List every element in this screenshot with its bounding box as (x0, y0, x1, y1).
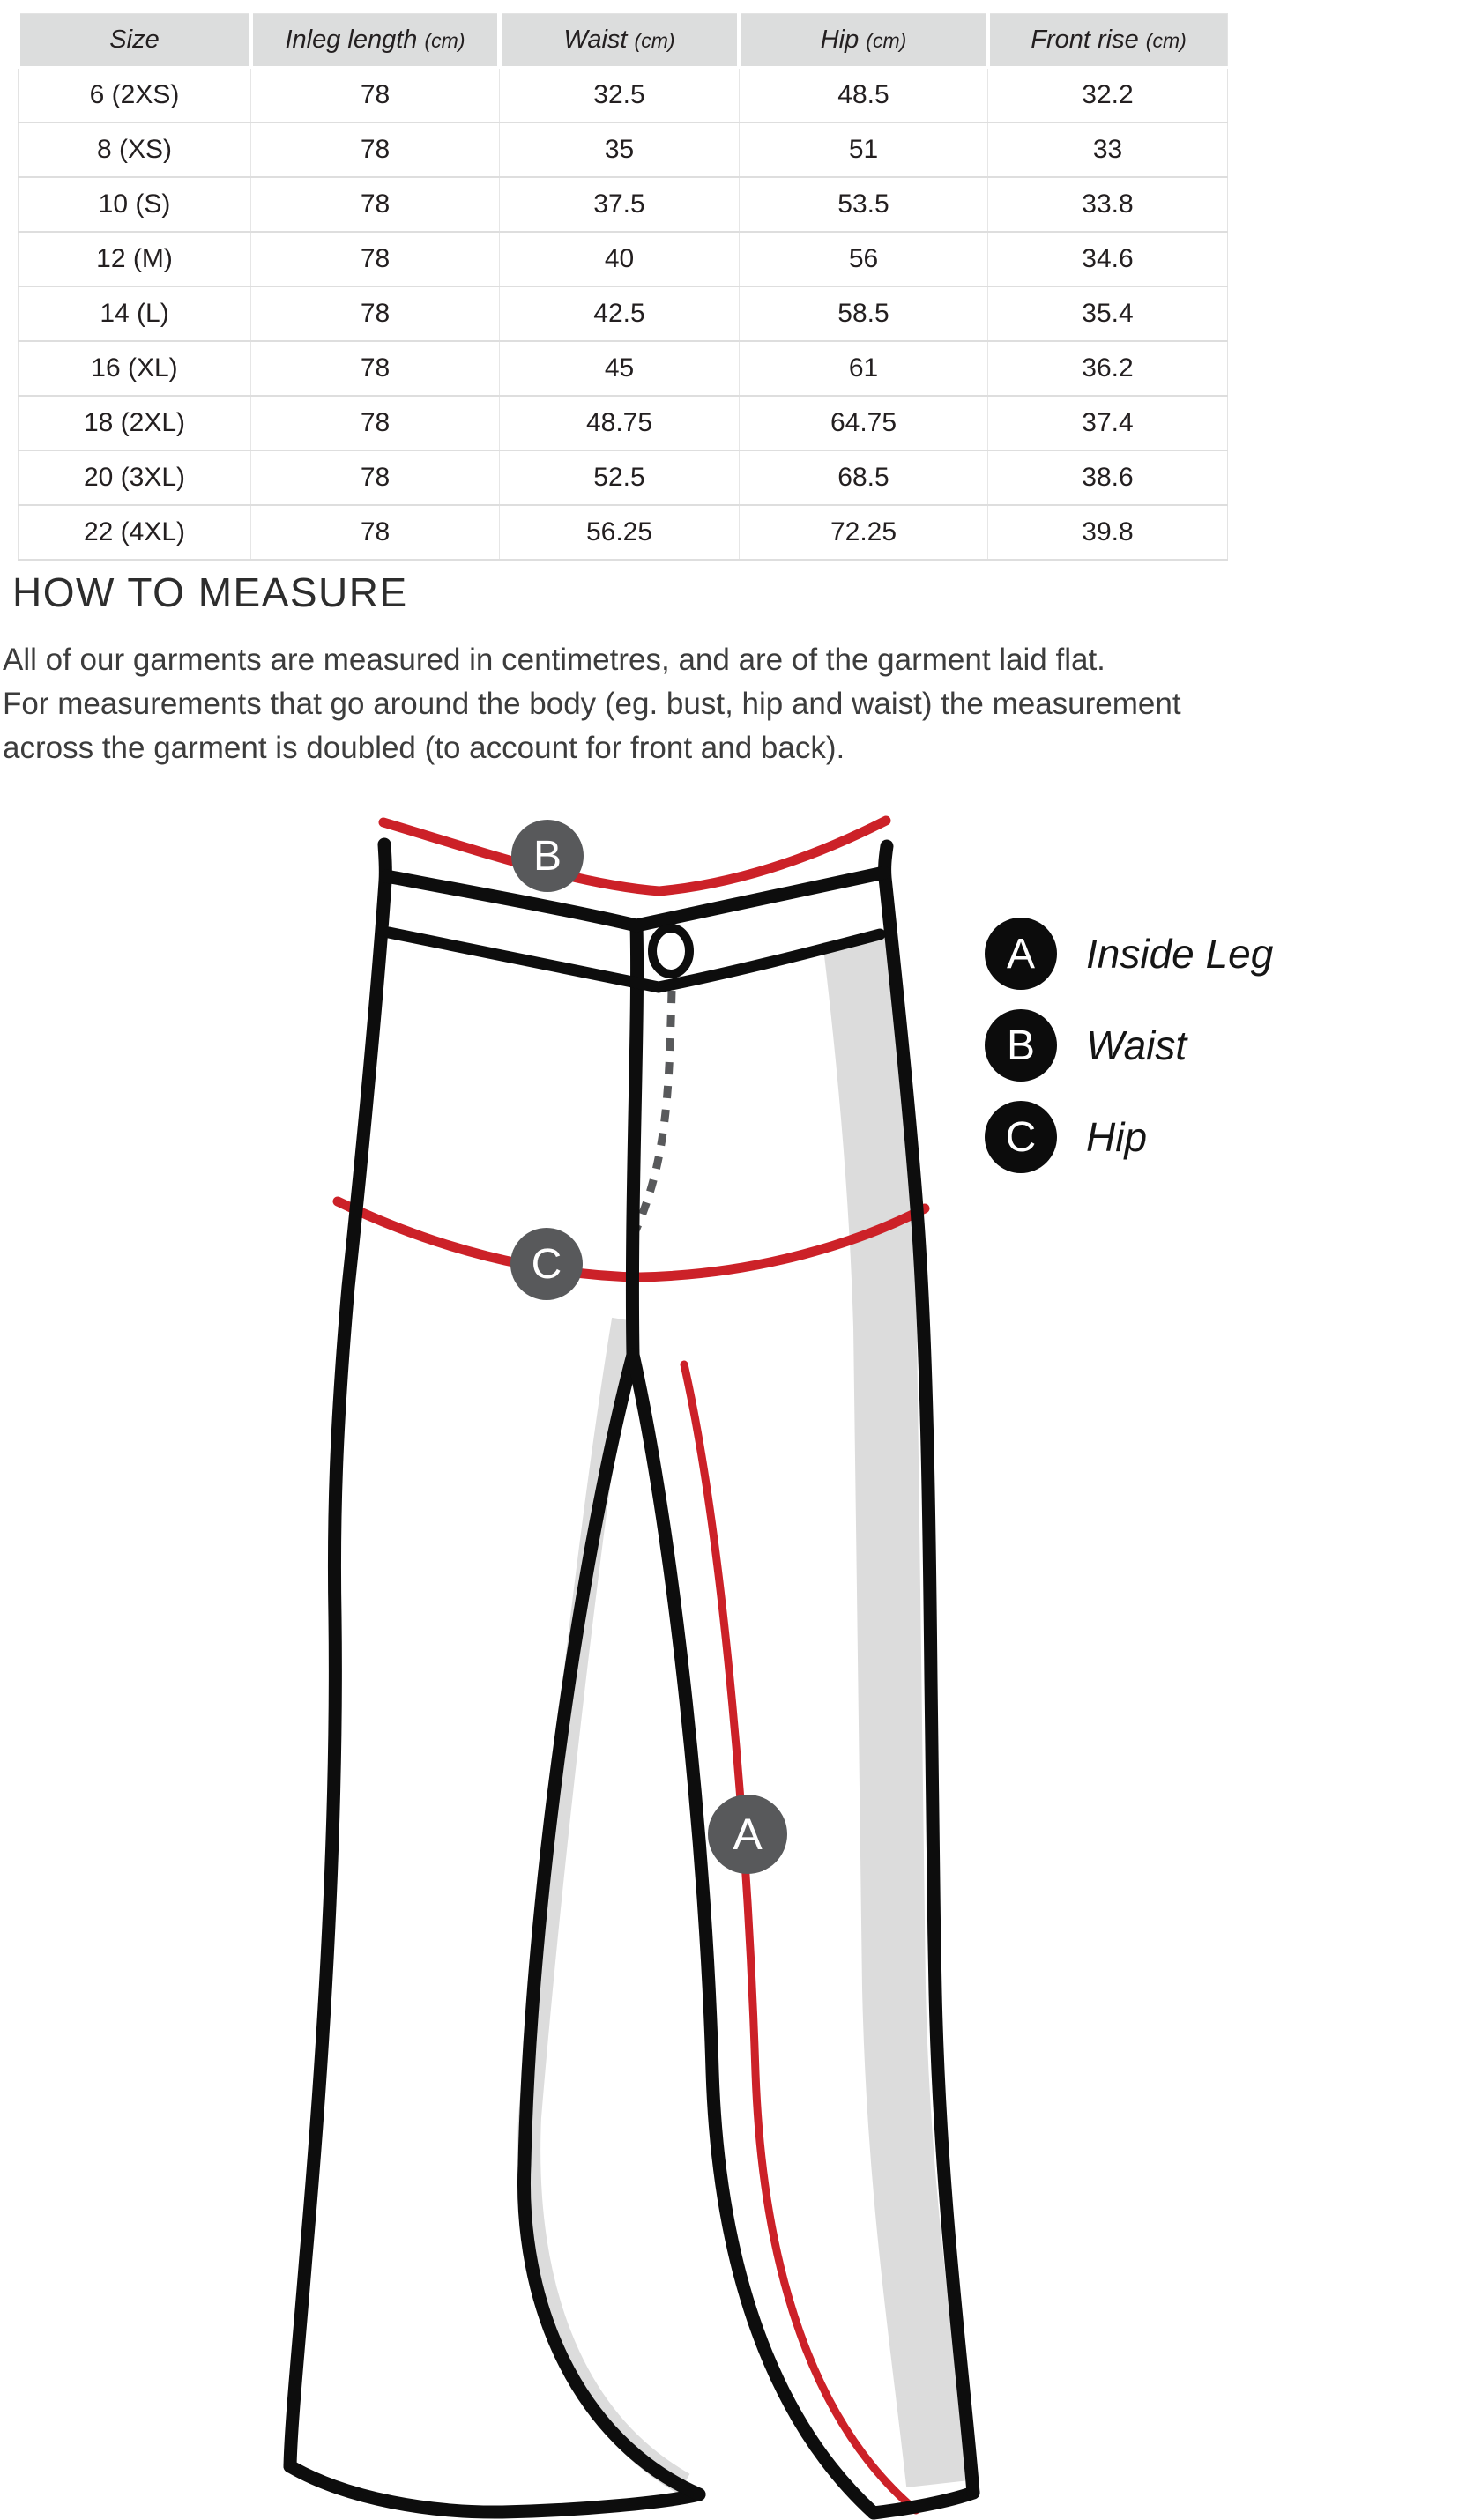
column-header-front-rise: Front rise (cm) (986, 13, 1228, 69)
how-to-measure-paragraph: All of our garments are measured in cent… (3, 638, 1181, 770)
right-leg-inner-edge (626, 1348, 881, 2520)
paragraph-line: All of our garments are measured in cent… (3, 643, 1105, 677)
table-header-row: Size Inleg length (cm) Waist (cm) Hip (c… (16, 13, 1228, 69)
hip-measure-line (332, 1196, 930, 1282)
fly-stitch-dashed-line (631, 990, 676, 1232)
waistband-top-edge (379, 866, 891, 933)
legend-circle-a: A (985, 918, 1057, 990)
column-header-waist: Waist (cm) (497, 13, 740, 69)
legend-circle-b: B (985, 1009, 1057, 1082)
inside-leg-measure-line (680, 1360, 920, 2515)
how-to-measure-heading: HOW TO MEASURE (12, 569, 408, 615)
column-header-size: Size (16, 13, 251, 69)
left-leg-inner-edge (517, 1348, 706, 2501)
column-header-inleg: Inleg length (cm) (249, 13, 500, 69)
size-table-section: Size Inleg length (cm) Waist (cm) Hip (c… (16, 13, 1228, 561)
legend-label-inside-leg: Inside Leg (1086, 931, 1274, 977)
inside-leg-marker-a: A (708, 1795, 787, 1874)
left-leg-outer-edge (283, 837, 392, 2473)
right-leg-shade (822, 934, 970, 2487)
paragraph-line: For measurements that go around the body… (3, 687, 1181, 721)
legend-circle-c: C (985, 1101, 1057, 1173)
legend-label-waist: Waist (1086, 1022, 1187, 1068)
waist-marker-b: B (511, 820, 584, 892)
size-table: Size Inleg length (cm) Waist (cm) Hip (c… (16, 13, 1228, 561)
waistband-bottom-seam (383, 926, 886, 993)
left-leg-hem (283, 2459, 706, 2519)
legend-label-hip: Hip (1086, 1114, 1148, 1160)
waist-measure-line (378, 815, 891, 896)
hip-marker-c: C (510, 1228, 583, 1300)
paragraph-line: across the garment is doubled (to accoun… (3, 731, 845, 765)
right-leg-hem (867, 2486, 980, 2520)
waistband-button (648, 924, 694, 978)
right-leg-outer-edge (878, 839, 980, 2500)
column-header-hip: Hip (cm) (737, 13, 988, 69)
center-front-seam (625, 918, 644, 1362)
